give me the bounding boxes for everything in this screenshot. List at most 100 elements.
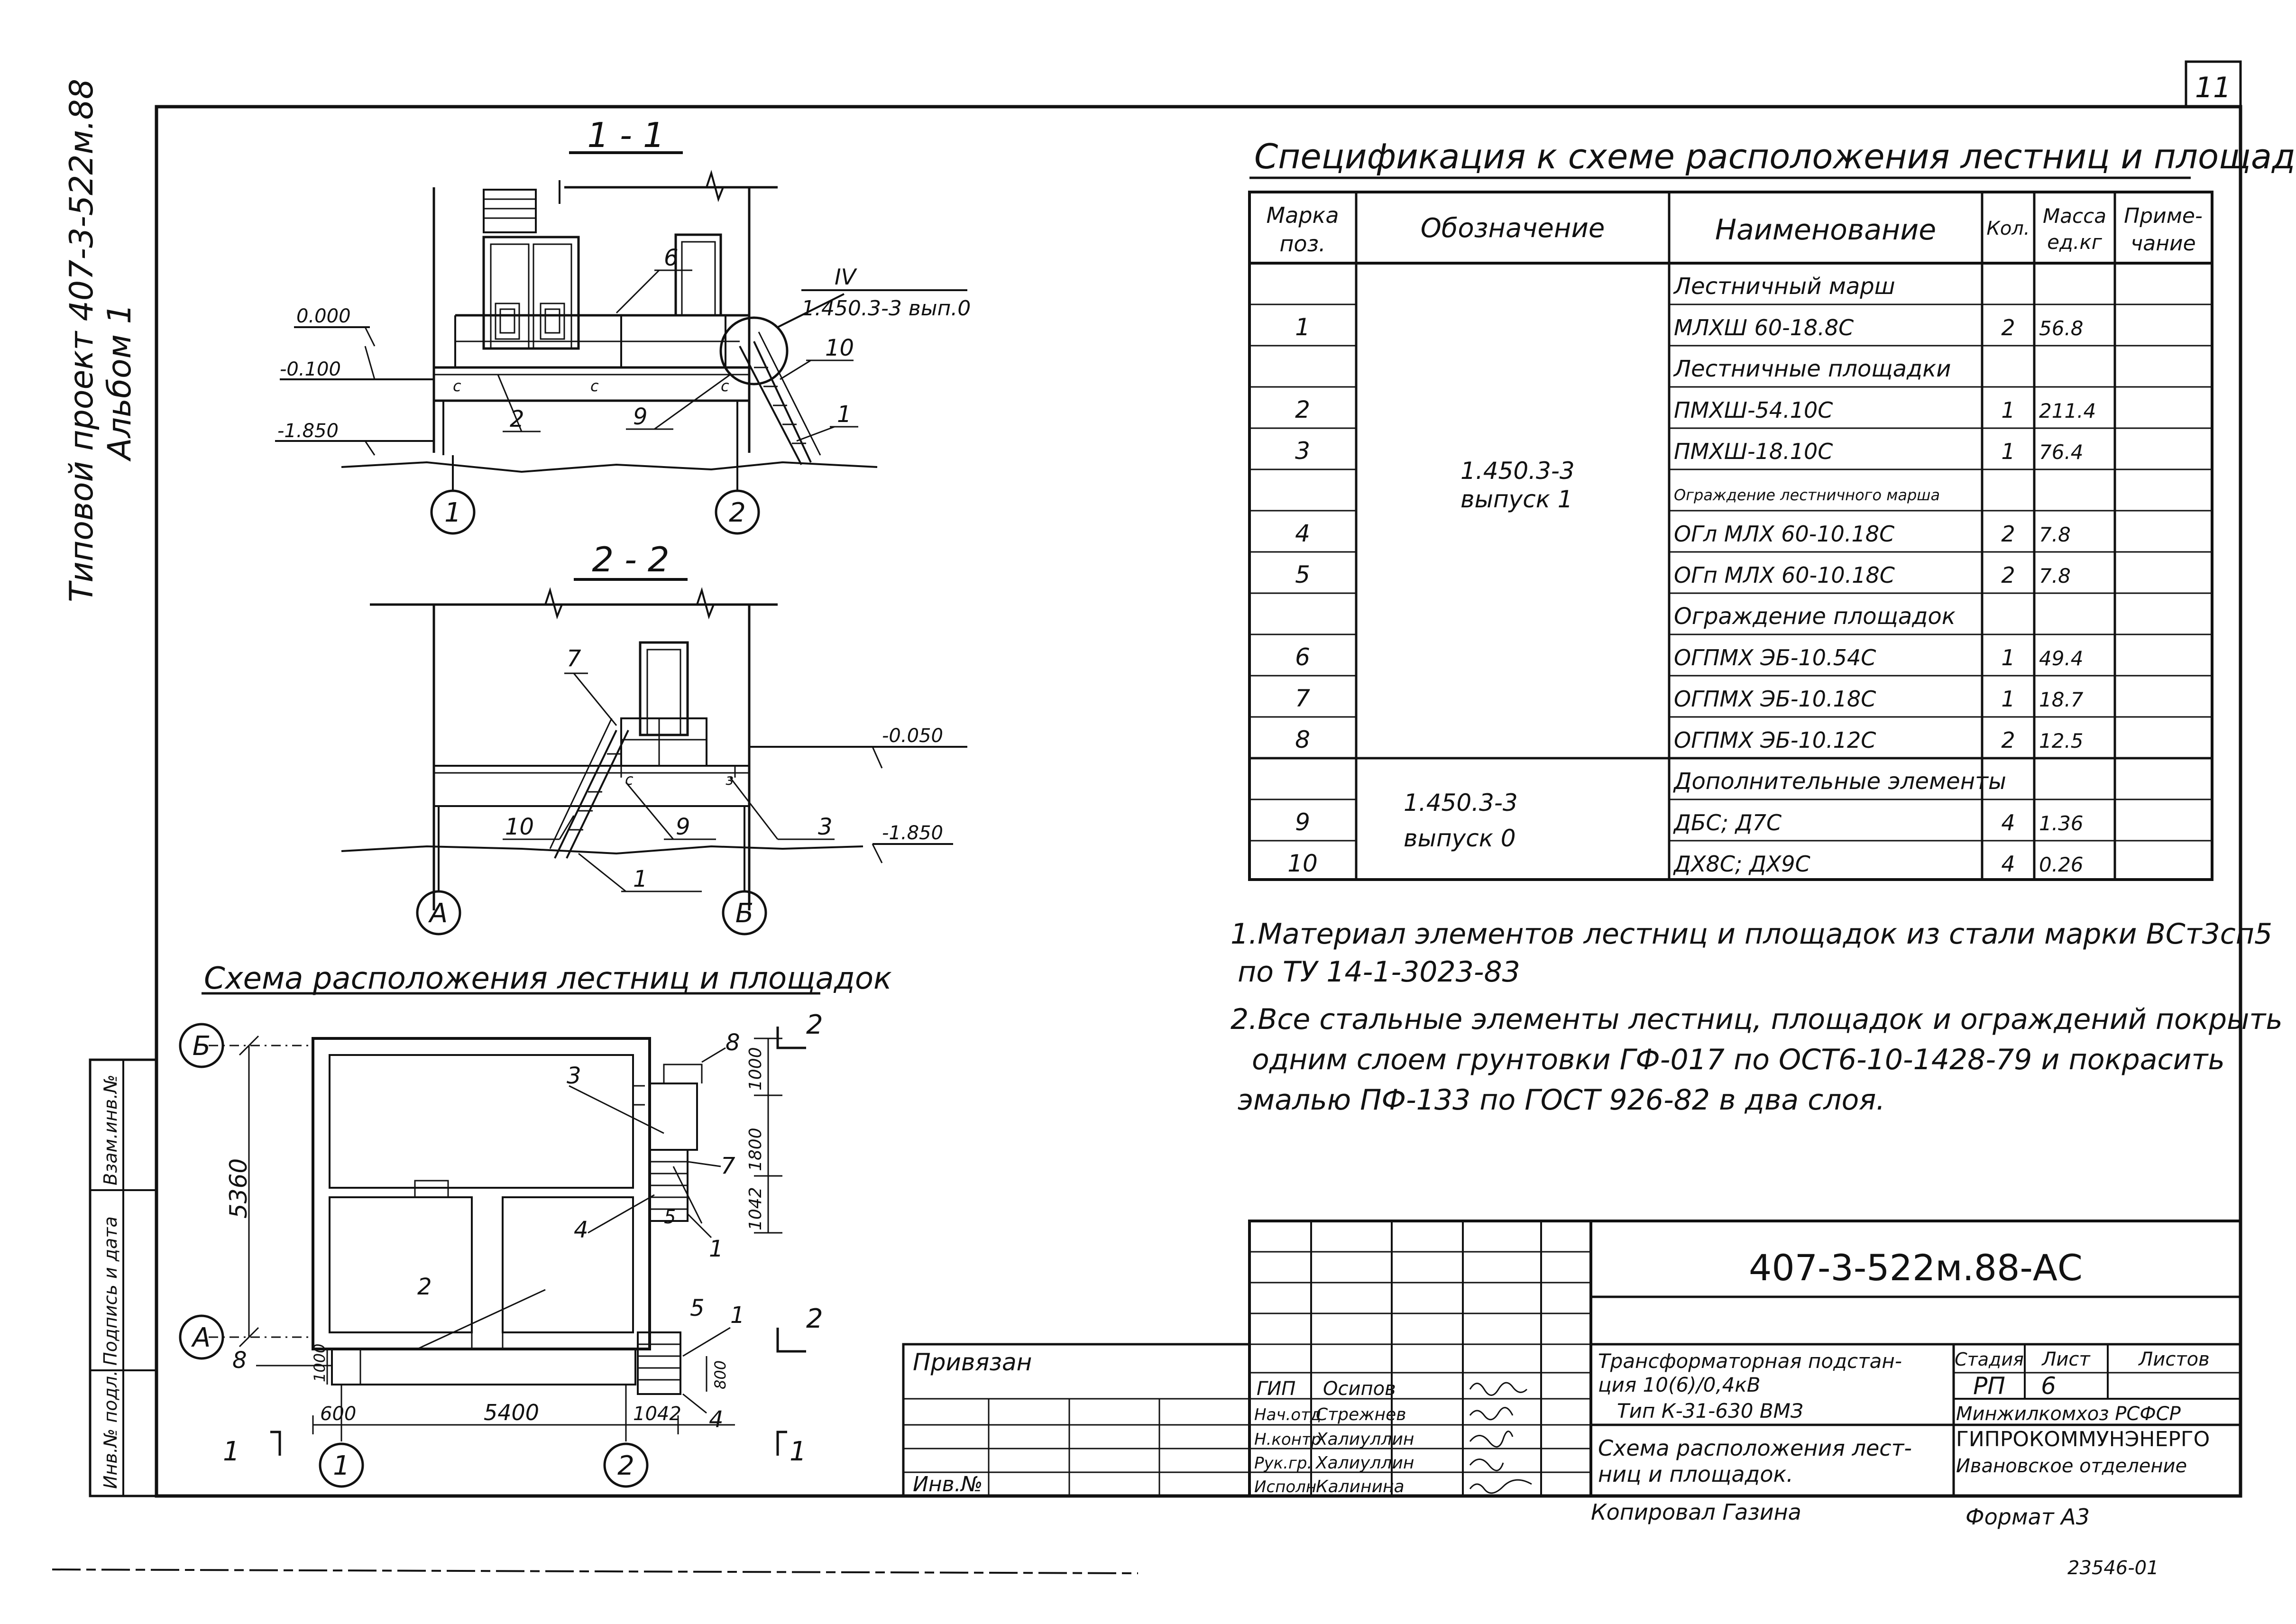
section-2-2-level-1: -0.050 — [882, 725, 943, 747]
org-line2: ГИПРОКОММУНЭНЕРГО — [1956, 1427, 2210, 1451]
project-title-line3: Тип К-31-630 ВМЗ — [1617, 1399, 1803, 1422]
spec-designation-2-line2: выпуск 0 — [1404, 825, 1516, 852]
section-1-1-weld-2: c — [590, 377, 599, 395]
plan-dim-5400: 5400 — [484, 1400, 539, 1425]
stage-label: Стадия — [1955, 1349, 2024, 1370]
spec-row-name: Лестничный марш — [1673, 273, 1895, 300]
plan-mark-4: 4 — [574, 1217, 588, 1243]
spec-designations: 1.450.3-3 выпуск 1 1.450.3-3 выпуск 0 — [1404, 457, 1575, 852]
sheet-value: 6 — [2041, 1372, 2056, 1400]
plan-mark-3: 3 — [567, 1063, 581, 1089]
sheet-title-line1: Схема расположения лест- — [1598, 1435, 1912, 1461]
plan-dim-1042-side: 1042 — [746, 1187, 765, 1230]
plan-section-1-left: 1 — [223, 1436, 240, 1467]
sheets-label: Листов — [2138, 1349, 2209, 1370]
spec-row-pos: 1 — [1295, 313, 1310, 341]
document-code: 407-3-522м.88-АС — [1749, 1247, 2083, 1289]
spec-row-name: ОГл МЛХ 60-10.18С — [1674, 521, 1894, 547]
side-title-line1: Типовой проект 407-3-522м.88 — [63, 79, 101, 602]
privyazan-label: Привязан — [913, 1349, 1032, 1376]
spec-row-qty: 1 — [2001, 645, 2015, 670]
spec-row-name: Дополнительные элементы — [1673, 768, 2006, 795]
spec-row-mass: 12.5 — [2039, 729, 2084, 752]
spec-row-mass: 7.8 — [2039, 523, 2071, 546]
spec-row-mass: 7.8 — [2039, 564, 2071, 587]
section-1-1-mark-1: 1 — [837, 401, 852, 428]
plan-axis-b: Б — [193, 1031, 211, 1062]
spec-header-pos-1: Марка — [1266, 202, 1339, 228]
spec-row-mass: 0.26 — [2039, 853, 2084, 876]
spec-row-name: ПМХШ-54.10С — [1674, 397, 1833, 423]
plan-mark-8: 8 — [726, 1029, 740, 1056]
section-1-1-labels: IV 1.450.3-3 вып.0 6 10 2 9 1 c c c 0.00… — [277, 245, 971, 528]
spec-row-pos: 8 — [1295, 726, 1310, 753]
spec-title: Спецификация к схеме расположения лестни… — [1254, 137, 2296, 176]
section-1-1-weld-3: c — [721, 377, 729, 395]
notes-line4: одним слоем грунтовки ГФ-017 по ОСТ6-10-… — [1252, 1043, 2225, 1076]
plan-dim-600: 600 — [320, 1403, 356, 1425]
plan-dim-800: 800 — [711, 1360, 729, 1389]
spec-row-pos: 7 — [1295, 685, 1310, 712]
section-1-1-mark-6: 6 — [664, 245, 679, 271]
plan-dim-1000-left: 1000 — [311, 1344, 329, 1382]
spec-row-mass: 211.4 — [2039, 399, 2096, 422]
section-1-1-axis-2: 2 — [729, 497, 746, 528]
section-2-2-mark-1: 1 — [633, 866, 648, 892]
spec-designation-2-line1: 1.450.3-3 — [1404, 789, 1518, 817]
spec-row-pos: 6 — [1295, 643, 1310, 671]
spec-row-name: ОГПМХ ЭБ-10.12С — [1674, 727, 1876, 753]
title-block-grid — [902, 1220, 2242, 1497]
name-khaliullin-1: Халиуллин — [1315, 1430, 1414, 1449]
notes-line2: по ТУ 14-1-3023-83 — [1238, 955, 1520, 989]
section-2-2-axis-a: А — [428, 898, 448, 929]
section-1-1-mark-2: 2 — [510, 406, 524, 432]
section-2-2-level-2: -1.850 — [882, 822, 943, 844]
plan-mark-5b: 5 — [690, 1295, 705, 1321]
plan-mark-1: 1 — [709, 1236, 724, 1262]
spec-header-qty: Кол. — [1986, 218, 2030, 239]
spec-row-name: ОГПМХ ЭБ-10.54С — [1674, 645, 1876, 670]
spec-row-pos: 9 — [1295, 808, 1310, 836]
spec-table-grid — [1248, 191, 2213, 881]
project-title-line2: ция 10(6)/0,4кВ — [1598, 1373, 1761, 1396]
spec-designation-1-line2: выпуск 1 — [1460, 486, 1573, 513]
plan-mark-4b: 4 — [709, 1406, 724, 1433]
plan-section-1-right: 1 — [790, 1436, 807, 1467]
section-1-1-ref: IV — [835, 264, 858, 290]
section-1-1-weld-1: c — [453, 377, 461, 395]
spec-row-name: ДХ8С; ДХ9С — [1673, 851, 1810, 877]
copied-by: Копировал Газина — [1591, 1499, 1801, 1525]
format-label: Формат А3 — [1965, 1504, 2090, 1530]
plan-mark-5: 5 — [664, 1206, 676, 1228]
spec-row-qty: 2 — [2001, 315, 2015, 340]
section-1-1-level-2: -1.850 — [277, 420, 339, 442]
spec-row-mass: 76.4 — [2039, 440, 2084, 464]
plan-mark-1b: 1 — [730, 1302, 745, 1329]
spec-row-pos: 10 — [1287, 850, 1318, 877]
section-1-1-level-0: 0.000 — [296, 305, 351, 327]
side-stamp-sign: Подпись и дата — [100, 1216, 121, 1366]
title-block-text: 407-3-522м.88-АС Привязан Инв.№ ГИП Нач.… — [913, 1247, 2210, 1579]
org-line3: Ивановское отделение — [1956, 1455, 2187, 1477]
plan-mark-8b: 8 — [232, 1347, 247, 1374]
spec-row-pos: 2 — [1295, 396, 1310, 423]
spec-header-designation: Обозначение — [1421, 213, 1605, 244]
plan-dim-1800: 1800 — [746, 1128, 765, 1171]
plan-axis-2: 2 — [617, 1450, 634, 1481]
sheet-number-box — [2185, 60, 2242, 108]
name-strezhnev: Стрежнев — [1316, 1405, 1406, 1424]
section-1-1-mark-10: 10 — [825, 335, 854, 361]
section-1-1-axis-1: 1 — [444, 497, 461, 528]
spec-row-name: ОГПМХ ЭБ-10.18С — [1674, 686, 1876, 712]
side-stamp-inv: Инв.№ подл. — [100, 1370, 121, 1489]
spec-row-mass: 49.4 — [2039, 647, 2084, 670]
section-1-1-title: 1 - 1 — [587, 115, 664, 155]
spec-header-pos-2: поз. — [1279, 231, 1325, 257]
spec-row-qty: 1 — [2001, 686, 2015, 712]
role-ispoln: Исполн — [1254, 1477, 1316, 1496]
plan-dim-height: 5360 — [225, 1158, 252, 1219]
archive-number: 23546-01 — [2067, 1557, 2159, 1579]
section-2-2-mark-9: 9 — [676, 814, 690, 840]
notes-line1: 1.Материал элементов лестниц и площадок … — [1231, 918, 2272, 951]
